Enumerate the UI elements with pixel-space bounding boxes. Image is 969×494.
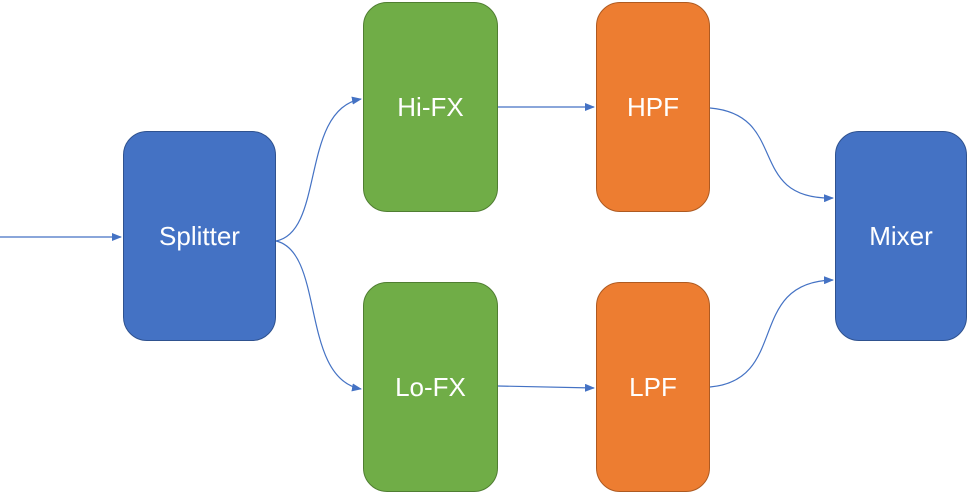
mixer-label: Mixer: [869, 220, 933, 251]
connector-lofx-to-lpf: [497, 383, 595, 392]
connector-hpf-to-mixer: [709, 107, 834, 203]
lpf-label: LPF: [629, 371, 677, 402]
hi-fx-label: Hi-FX: [397, 91, 464, 122]
lo-fx-label: Lo-FX: [395, 371, 466, 402]
hpf-block: HPF: [596, 2, 710, 212]
hi-fx-block: Hi-FX: [363, 2, 498, 212]
connector-splitter-to-hifx: [275, 96, 362, 242]
connector-lpf-to-mixer: [709, 276, 834, 388]
splitter-label: Splitter: [159, 220, 240, 251]
connector-splitter-to-lofx: [275, 240, 362, 392]
splitter-block: Splitter: [123, 131, 276, 341]
lo-fx-block: Lo-FX: [363, 282, 498, 492]
mixer-block: Mixer: [835, 131, 967, 341]
lpf-block: LPF: [596, 282, 710, 492]
hpf-label: HPF: [627, 91, 679, 122]
